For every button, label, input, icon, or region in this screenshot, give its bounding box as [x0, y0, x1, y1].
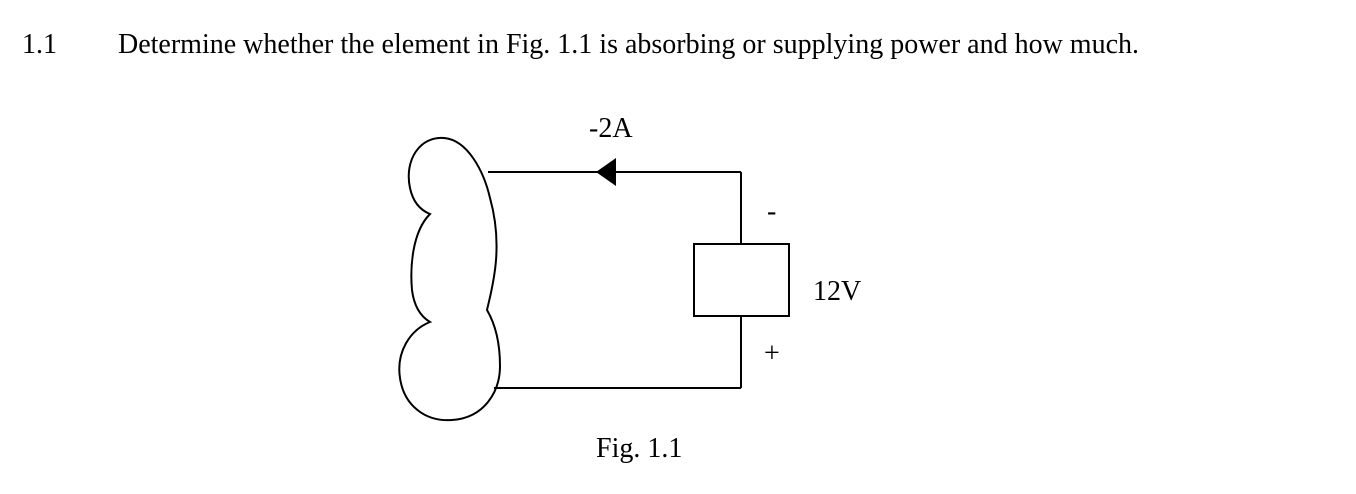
- problem-statement: Determine whether the element in Fig. 1.…: [118, 29, 1140, 60]
- voltage-label: 12V: [813, 276, 861, 307]
- plus-sign: +: [764, 338, 780, 369]
- figure-caption: Fig. 1.1: [596, 433, 683, 464]
- minus-sign: -: [767, 196, 776, 227]
- current-label: -2A: [589, 113, 633, 144]
- element-cloud-shape: [398, 136, 502, 422]
- problem-number: 1.1: [22, 29, 57, 60]
- current-arrow-icon: [596, 158, 616, 186]
- element-box: [693, 243, 790, 317]
